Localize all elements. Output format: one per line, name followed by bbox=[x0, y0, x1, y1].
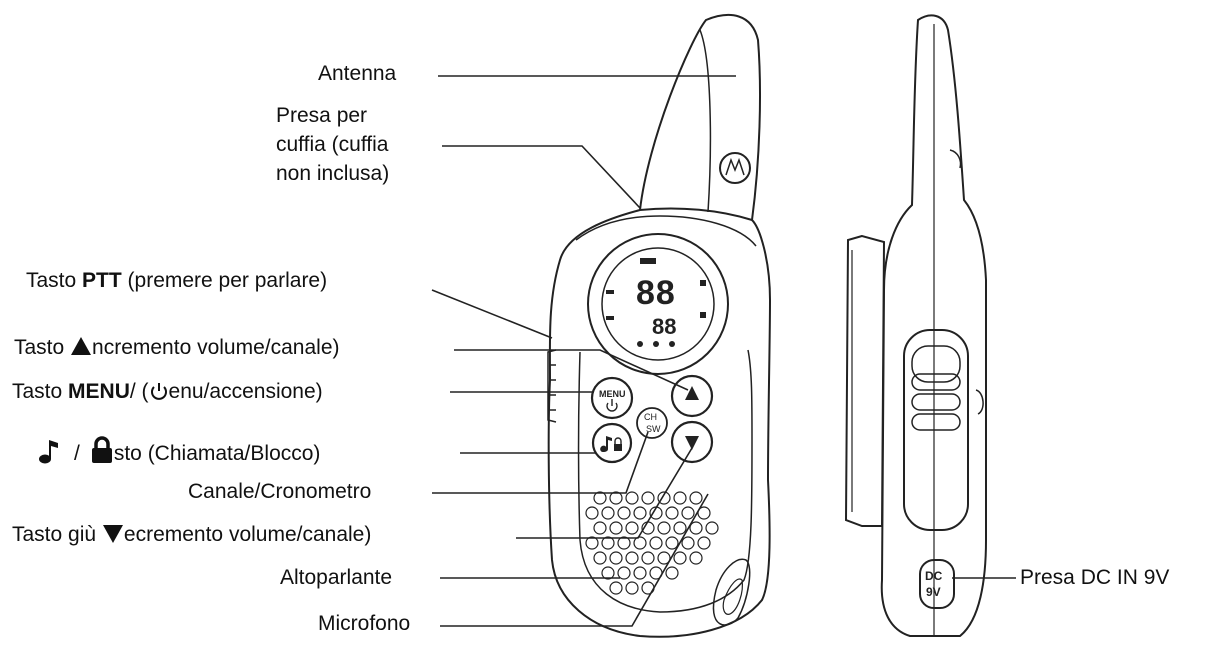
label-ptt-suffix: (premere per parlare) bbox=[121, 269, 328, 292]
down-triangle-icon bbox=[685, 436, 699, 450]
down-triangle-icon bbox=[102, 525, 123, 543]
ch-label: CH bbox=[644, 412, 657, 422]
label-headset-jack: Presa per cuffia (cuffia non inclusa) bbox=[276, 104, 390, 185]
label-call-sep: / bbox=[74, 442, 80, 465]
lcd-digits-large: 88 bbox=[636, 274, 676, 312]
speaker-grille bbox=[585, 491, 719, 595]
label-microphone: Microfono bbox=[318, 612, 411, 635]
label-antenna: Antenna bbox=[318, 62, 397, 85]
motorola-logo-icon bbox=[719, 152, 751, 184]
label-down-key: Tasto giù ecremento volume/canale) bbox=[12, 523, 371, 547]
up-triangle-icon bbox=[71, 337, 92, 355]
label-menu-bold: MENU bbox=[68, 380, 130, 403]
label-menu-prefix: Tasto bbox=[12, 380, 69, 403]
label-menu-suffix: enu/accensione) bbox=[168, 380, 323, 403]
lcd-display: 88 88 bbox=[606, 258, 706, 347]
label-call-suffix: sto (Chiamata/Blocco) bbox=[113, 442, 321, 465]
sw-label: SW bbox=[646, 424, 661, 434]
label-ptt-bold: PTT bbox=[82, 269, 122, 292]
menu-button-shape bbox=[590, 376, 634, 420]
antenna-shape bbox=[639, 13, 761, 221]
leader-headset bbox=[442, 145, 641, 209]
music-note-icon bbox=[39, 440, 58, 464]
label-channel-timer: Canale/Cronometro bbox=[188, 480, 372, 503]
ch-sw-button-shape bbox=[636, 407, 668, 439]
menu-button-label: MENU bbox=[599, 389, 626, 399]
leader-channel bbox=[432, 431, 649, 494]
leader-up bbox=[454, 349, 689, 391]
belt-clip bbox=[844, 234, 886, 527]
label-ptt: Tasto PTT (premere per parlare) bbox=[26, 269, 327, 293]
label-menu-key: Tasto MENU/ ( enu/accensione) bbox=[12, 380, 323, 404]
radio-body-side bbox=[880, 14, 987, 637]
label-menu-mid: / ( bbox=[129, 380, 149, 403]
radio-body-front bbox=[547, 207, 772, 638]
padlock-icon bbox=[91, 436, 112, 463]
label-call-lock: / sto (Chiamata/Blocco) bbox=[38, 436, 320, 466]
leader-microphone bbox=[440, 493, 709, 627]
label-up-key: Tasto ncremento volume/canale) bbox=[14, 336, 340, 360]
label-speaker: Altoparlante bbox=[280, 566, 393, 589]
call-lock-glyphs bbox=[600, 436, 622, 452]
leader-down bbox=[516, 447, 693, 539]
dc-jack-label-top: DC bbox=[925, 569, 943, 583]
call-lock-button-shape bbox=[591, 422, 633, 464]
power-icon bbox=[606, 399, 618, 412]
lcd-digits-small: 88 bbox=[652, 314, 676, 339]
label-dc-jack: Presa DC IN 9V bbox=[1020, 566, 1170, 589]
leader-ptt bbox=[431, 289, 553, 339]
label-ptt-prefix: Tasto bbox=[26, 269, 83, 292]
dc-jack-label-bottom: 9V bbox=[926, 585, 941, 599]
up-triangle-icon bbox=[685, 386, 699, 400]
label-down-suffix: ecremento volume/canale) bbox=[123, 523, 372, 546]
power-icon bbox=[150, 383, 167, 400]
label-up-suffix: ncremento volume/canale) bbox=[92, 336, 340, 359]
down-button-shape bbox=[670, 420, 714, 464]
dc-jack-shape bbox=[919, 559, 955, 609]
label-up-prefix: Tasto bbox=[14, 336, 71, 359]
up-button-shape bbox=[670, 374, 714, 418]
label-down-prefix: Tasto giù bbox=[12, 523, 102, 546]
